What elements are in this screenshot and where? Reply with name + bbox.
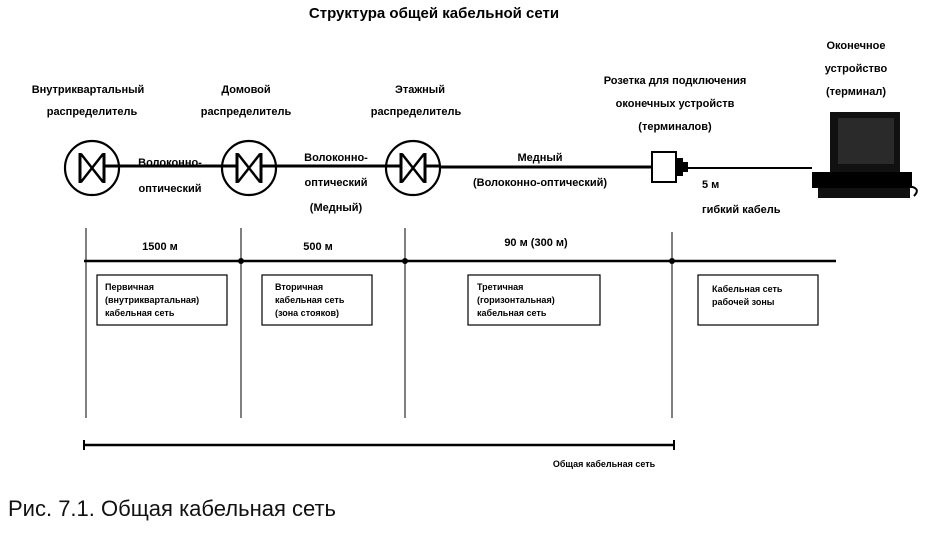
zone3-line3: кабельная сеть: [477, 308, 547, 318]
zone3-line1: Третичная: [477, 282, 523, 292]
figure-caption: Рис. 7.1. Общая кабельная сеть: [8, 496, 337, 521]
node1-distributor-icon: [63, 139, 121, 197]
zone2-line2: кабельная сеть: [275, 295, 345, 305]
zone3-line2: (горизонтальная): [477, 295, 555, 305]
distance-label-primary: 1500 м: [142, 241, 178, 253]
node1-label-line2: распределитель: [47, 106, 138, 118]
node3-label-line1: Этажный: [395, 84, 445, 96]
distance-label-tertiary: 90 м (300 м): [504, 237, 568, 249]
terminal-label-line2: устройство: [825, 63, 888, 75]
distance-label-secondary: 500 м: [303, 241, 333, 253]
link1-label-line1: Волоконно-: [138, 157, 202, 169]
node2-distributor-icon: [220, 139, 278, 197]
zone-box-tertiary: Третичная (горизонтальная) кабельная сет…: [467, 274, 601, 326]
node1-label-line1: Внутриквартальный: [32, 84, 145, 96]
diagram-title: Структура общей кабельной сети: [309, 5, 559, 22]
node2-label-line1: Домовой: [221, 84, 270, 96]
zone2-line3: (зона стояков): [275, 308, 339, 318]
terminal-computer-icon: [812, 112, 918, 198]
cord-length-label: 5 м: [702, 179, 719, 191]
zone1-line1: Первичная: [105, 282, 154, 292]
total-network-label: Общая кабельная сеть: [553, 459, 656, 469]
socket-label-line1: Розетка для подключения: [604, 75, 747, 87]
zone4-line1: Кабельная сеть: [712, 284, 783, 294]
socket-label-line3: (терминалов): [638, 121, 712, 133]
link2-label-line1: Волоконно-: [304, 152, 368, 164]
link2-label-line2: оптический: [304, 177, 367, 189]
cord-type-label: гибкий кабель: [702, 204, 781, 216]
node3-distributor-icon: [384, 139, 442, 197]
link3-label-line1: Медный: [517, 152, 562, 164]
zone1-line3: кабельная сеть: [105, 308, 175, 318]
zone-box-secondary: Вторичная кабельная сеть (зона стояков): [261, 274, 373, 326]
socket-label-line2: оконечных устройств: [616, 98, 735, 110]
zone2-line1: Вторичная: [275, 282, 323, 292]
link3-label-line2: (Волоконно-оптический): [473, 177, 607, 189]
zone4-line2: рабочей зоны: [712, 297, 775, 307]
link1-label-line2: оптический: [138, 183, 201, 195]
node3-label-line2: распределитель: [371, 106, 462, 118]
zone-box-work-area: Кабельная сеть рабочей зоны: [697, 274, 819, 326]
node2-label-line2: распределитель: [201, 106, 292, 118]
terminal-label-line3: (терминал): [826, 86, 886, 98]
zone-box-primary: Первичная (внутриквартальная) кабельная …: [96, 274, 228, 326]
main-cable: [118, 164, 652, 169]
terminal-label-line1: Оконечное: [827, 40, 886, 52]
socket-icon: [651, 151, 688, 183]
zone1-line2: (внутриквартальная): [105, 295, 199, 305]
link2-label-line3: (Медный): [310, 202, 363, 214]
distance-ticks: [238, 258, 675, 264]
